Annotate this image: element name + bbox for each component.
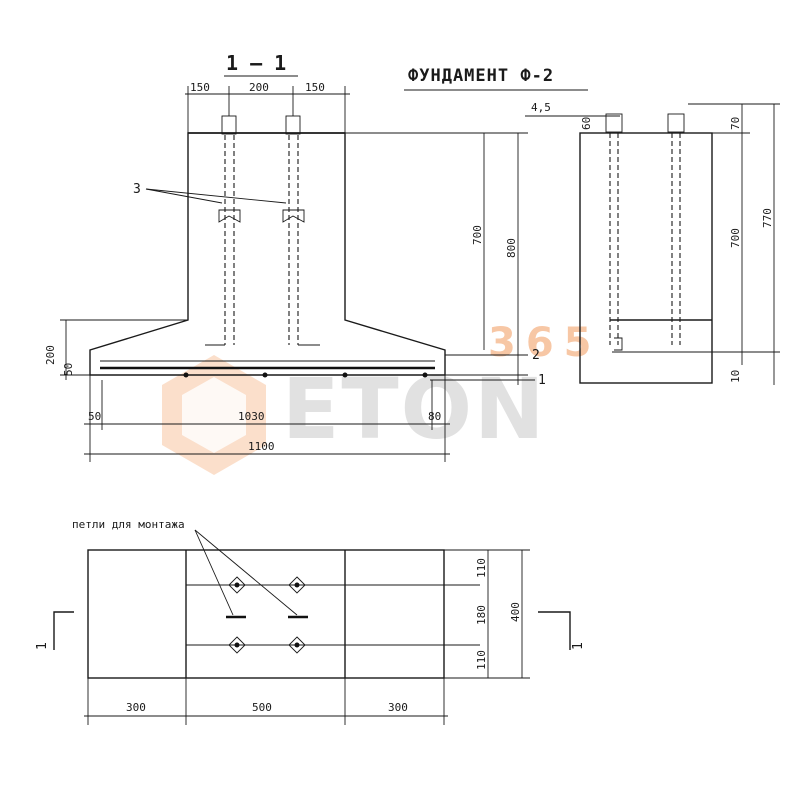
dim-1030: 1030 xyxy=(238,410,265,423)
dim-50: 50 xyxy=(62,363,75,376)
side-anchor-right xyxy=(667,113,685,345)
side-outline xyxy=(579,132,713,384)
cut-mark-right-label: 1 xyxy=(571,642,586,650)
callout-2-label: 2 xyxy=(532,348,540,363)
callout-3-label: 3 xyxy=(133,182,141,197)
plan-view: петли для монтажа 110 180 110 400 300 50… xyxy=(35,518,586,725)
loops-leader-a xyxy=(194,529,234,616)
dim-base-50: 50 xyxy=(88,410,101,423)
plan-outline xyxy=(87,549,445,679)
callout-3-leader-b xyxy=(145,188,287,204)
dim-700: 700 xyxy=(471,225,484,245)
side-anchor-left xyxy=(605,113,623,351)
loops-leader-b xyxy=(194,529,298,616)
anchor-bolt-left xyxy=(218,104,241,345)
dim-1100: 1100 xyxy=(248,440,275,453)
section-mark: 1 — 1 xyxy=(226,51,286,75)
side-dim-60: 60 xyxy=(580,117,593,130)
plan-dim-300-left: 300 xyxy=(126,701,146,714)
watermark-number: 365 xyxy=(488,320,602,366)
cut-mark-right: 1 xyxy=(538,611,586,650)
plan-dim-110-top: 110 xyxy=(475,558,488,578)
side-dim-10: 10 xyxy=(729,370,742,383)
foundation-outline xyxy=(89,132,446,376)
callout-3-leader-a xyxy=(145,188,223,204)
plan-dim-400: 400 xyxy=(509,602,522,622)
plan-bolts xyxy=(228,576,306,654)
drawing-title: ФУНДАМЕНТ Ф-2 xyxy=(408,66,554,86)
cut-mark-left-label: 1 xyxy=(35,642,50,650)
dim-800: 800 xyxy=(505,238,518,258)
side-dim-4-5: 4,5 xyxy=(531,101,551,114)
dim-base-80: 80 xyxy=(428,410,441,423)
dim-top-right: 150 xyxy=(305,81,325,94)
dim-top-mid: 200 xyxy=(249,81,269,94)
side-dim-700: 700 xyxy=(729,228,742,248)
anchor-bolt-right xyxy=(282,104,320,346)
rebar-bars xyxy=(183,372,428,378)
side-dim-770: 770 xyxy=(761,208,774,228)
plan-dim-180: 180 xyxy=(475,605,488,625)
section-view: 3 2 1 150 200 150 700 800 200 50 xyxy=(44,81,546,462)
cut-mark-left: 1 xyxy=(35,611,74,650)
plan-dim-500: 500 xyxy=(252,701,272,714)
plan-dim-110-bottom: 110 xyxy=(475,650,488,670)
plan-dim-300-right: 300 xyxy=(388,701,408,714)
watermark-logo-icon xyxy=(162,355,266,475)
loops-callout-label: петли для монтажа xyxy=(72,518,185,531)
side-dim-70: 70 xyxy=(729,117,742,130)
dim-200: 200 xyxy=(44,345,57,365)
watermark: 365 ETON xyxy=(162,320,602,475)
side-view: 4,5 60 70 700 770 10 xyxy=(525,101,780,385)
watermark-text: ETON xyxy=(282,360,546,458)
dim-top-left: 150 xyxy=(190,81,210,94)
callout-1-label: 1 xyxy=(538,373,546,388)
